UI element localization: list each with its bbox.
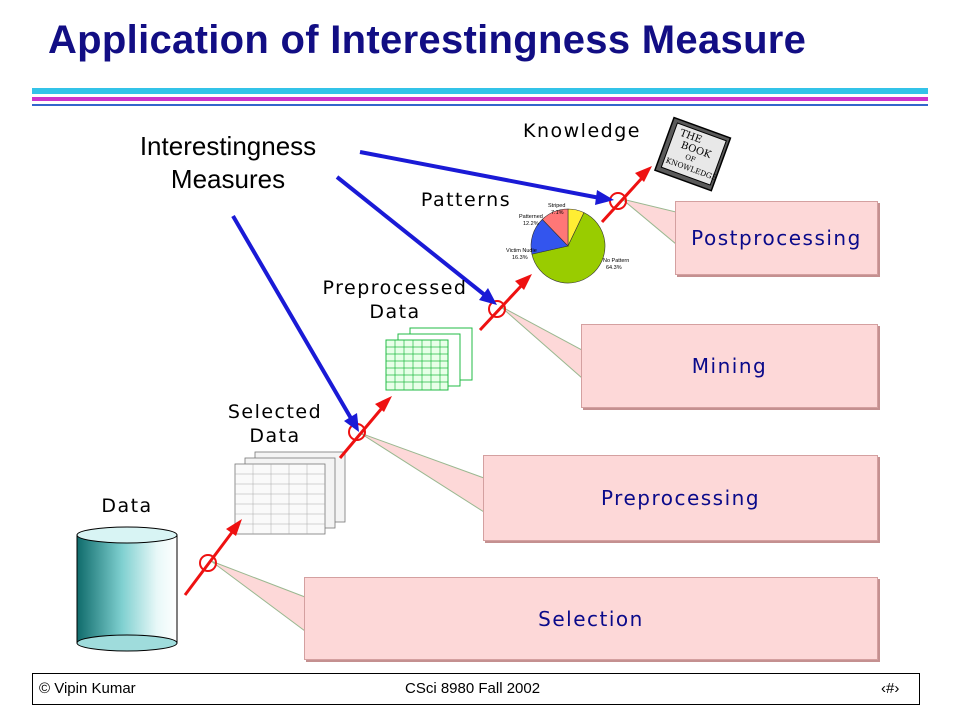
interestingness-measures-label: Interestingness Measures (108, 130, 348, 196)
label-data: Data (101, 495, 153, 517)
im-label-line1: Interestingness (139, 131, 317, 161)
measure-arrow-selected-data (231, 214, 359, 432)
label-preprocessed-line2: Data (369, 301, 421, 323)
book-line3: OF (684, 153, 697, 164)
title-rule-cyan (32, 88, 928, 94)
title-rule-magenta (32, 97, 928, 101)
process-arrow-mining (478, 274, 532, 332)
footer-author: © Vipin Kumar (39, 680, 136, 697)
footer-page-number: ‹#› (881, 680, 900, 697)
patterns-pie-chart (530, 208, 606, 284)
preprocessed-data-grid (385, 327, 473, 391)
im-label-line2: Measures (170, 164, 286, 194)
label-preprocessed-line1: Preprocessed (322, 277, 468, 299)
slide-footer: © Vipin Kumar CSci 8980 Fall 2002 ‹#› (32, 673, 920, 705)
callout-tail-preprocessing (359, 432, 485, 513)
label-selected-line1: Selected (227, 401, 323, 423)
stage-postprocessing: Postprocessing (675, 201, 878, 275)
pie-label-striped: Striped (548, 203, 565, 209)
selected-data-table-stack (234, 451, 346, 535)
measure-arrow-knowledge (359, 150, 614, 205)
process-arrow-selection (183, 519, 242, 596)
pie-label-nopattern: No Pattern (603, 258, 629, 264)
data-cylinder (76, 526, 178, 652)
pie-value-victim: 16.3% (512, 255, 528, 261)
footer-course: CSci 8980 Fall 2002 (405, 680, 541, 697)
label-selected-line2: Data (249, 425, 301, 447)
pie-slice-patterned (541, 208, 569, 247)
pie-value-nopattern: 64.3% (606, 265, 622, 271)
measure-arrow-patterns (335, 175, 497, 305)
callout-tail-postprocessing (621, 198, 677, 246)
book-of-knowledge: THE BOOK OF KNOWLEDGE (653, 116, 732, 192)
label-selected-data: Selected Data (220, 400, 330, 448)
stage-preprocessing: Preprocessing (483, 455, 878, 541)
stage-selection: Selection (304, 577, 878, 660)
pie-label-patterned: Patterned (519, 214, 543, 220)
pie-labels: Striped 7.1% Patterned 12.2% Victim Nudi… (506, 203, 629, 271)
label-preprocessed-data: Preprocessed Data (318, 276, 472, 324)
slide-title: Application of Interestingness Measure (48, 18, 807, 62)
pie-slice-no-pattern (531, 212, 606, 284)
title-rule-blue (32, 104, 928, 106)
callout-tail-selection (210, 560, 306, 632)
pie-value-patterned: 12.2% (523, 221, 539, 227)
callout-tail-mining (499, 305, 583, 380)
pie-value-striped: 7.1% (551, 210, 564, 216)
stage-mining: Mining (581, 324, 878, 408)
pie-label-victim: Victim Nudie (506, 248, 537, 254)
label-knowledge: Knowledge (523, 120, 641, 142)
label-patterns: Patterns (420, 189, 512, 211)
